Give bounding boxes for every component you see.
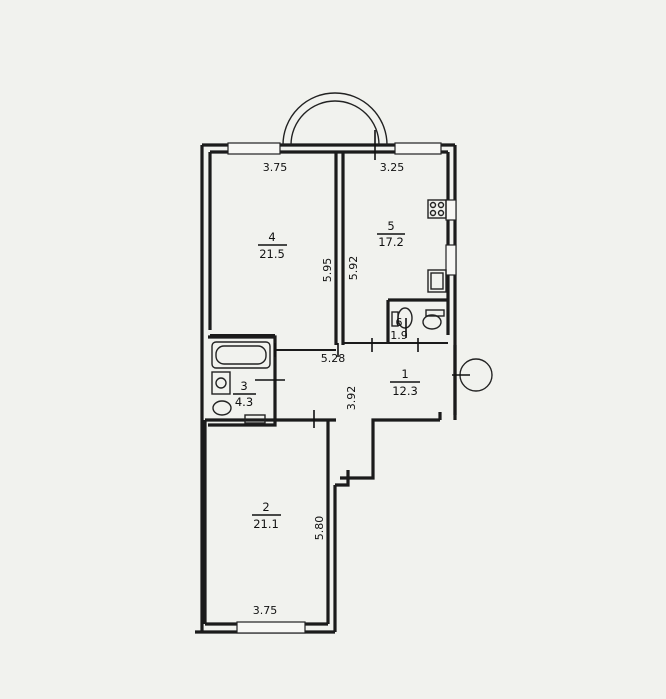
dim-room5-width: 3.25: [380, 161, 405, 174]
windows: [227, 142, 457, 634]
dim-room4-width: 3.75: [263, 161, 288, 174]
balcony-bay: [282, 92, 388, 146]
room-6-area: 1.9: [390, 329, 408, 342]
room-4-area: 21.5: [259, 247, 285, 261]
room-4-number: 4: [268, 230, 275, 244]
dim-hall-length: 3.92: [345, 386, 358, 411]
dim-hall-width: 5.28: [321, 352, 346, 365]
bathroom-fixtures: [211, 341, 271, 424]
room-1-number: 1: [401, 367, 408, 381]
wc-fixtures: [391, 307, 445, 330]
room-2-number: 2: [262, 500, 269, 514]
dim-room2-width: 3.75: [253, 604, 278, 617]
room-5-number: 5: [387, 219, 394, 233]
dim-room2-length: 5.80: [313, 516, 326, 541]
kitchen-fixtures: [427, 199, 447, 293]
room-3-area: 4.3: [235, 395, 253, 409]
entrance-door: [452, 358, 493, 392]
room-2-area: 21.1: [253, 517, 279, 531]
dim-room4-length: 5.95: [321, 258, 334, 283]
room-5-area: 17.2: [378, 235, 404, 249]
dimension-labels: 3.75 3.25 5.95 5.92 5.28 3.92 5.80 3.75: [253, 161, 405, 617]
room-labels: 4 21.5 5 17.2 3 4.3 1 12.3 6 1.9 2 21.1: [233, 219, 420, 531]
door-marks: [255, 130, 419, 428]
dim-room5-length: 5.92: [347, 256, 360, 281]
room-3-number: 3: [240, 379, 247, 393]
room-1-area: 12.3: [392, 384, 418, 398]
room-6-number: 6: [396, 316, 403, 329]
